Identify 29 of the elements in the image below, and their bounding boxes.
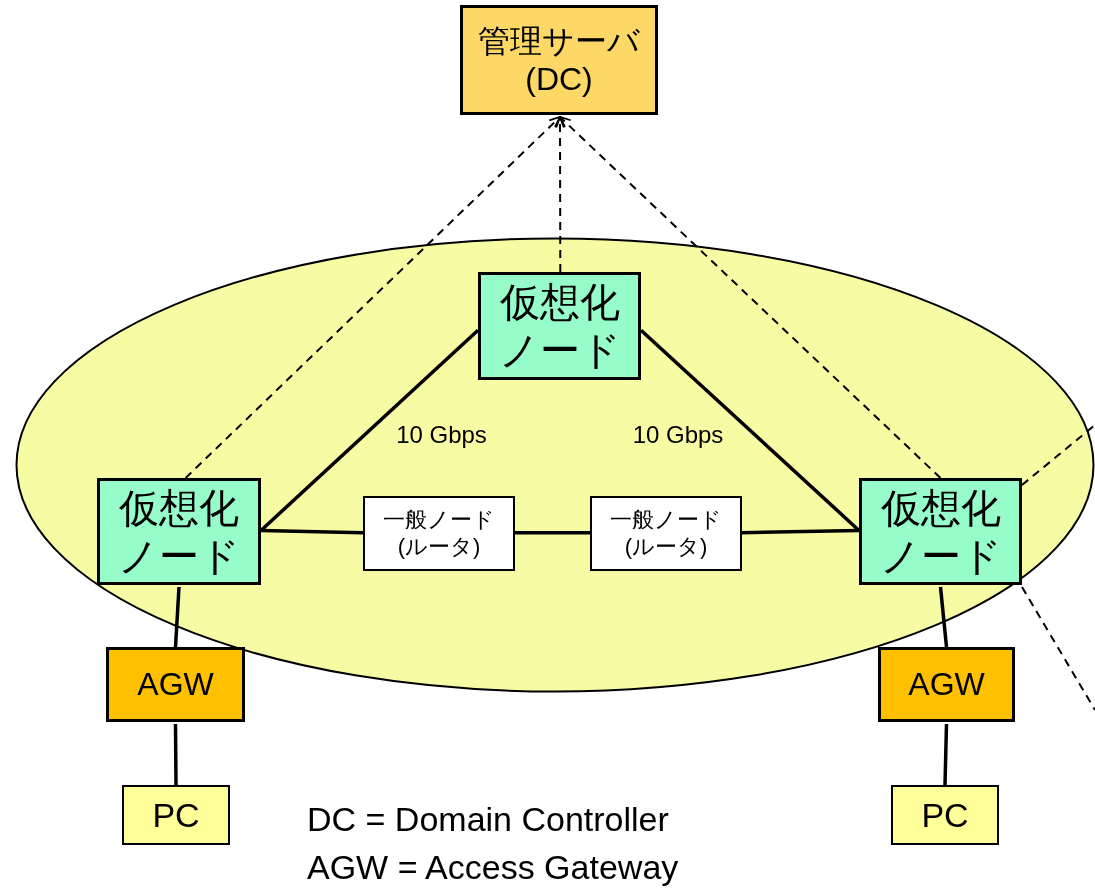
connector-line (173, 586, 181, 648)
server-box: 管理サーバ (DC) (460, 5, 658, 115)
node-box: 仮想化ノード (478, 272, 641, 380)
network-ellipse (15, 237, 1095, 693)
connector-line (741, 528, 860, 535)
dashed-line (1021, 586, 1095, 711)
dashed-line (559, 116, 942, 479)
connector-line (938, 586, 949, 648)
connector-line (943, 723, 949, 786)
router-box: 一般ノード (ルータ) (590, 496, 742, 571)
note-text: DC = Domain Controller (307, 800, 669, 839)
connector-line (260, 528, 364, 535)
dashed-line (1021, 424, 1095, 486)
note-text: AGW = Access Gateway (307, 848, 679, 887)
connector-line (515, 531, 590, 535)
edge-label: 10 Gbps (396, 421, 487, 450)
dashed-line (184, 116, 561, 479)
connector-line (639, 329, 861, 532)
pc-box: PC (891, 785, 999, 845)
dashed-line (554, 116, 566, 273)
edge-label: 10 Gbps (632, 421, 724, 450)
pc-box: PC (122, 785, 230, 845)
connector-line (173, 724, 178, 785)
connector-line (259, 329, 480, 532)
router-box: 一般ノード (ルータ) (363, 496, 515, 571)
node-box: 仮想化ノード (97, 478, 261, 585)
gateway-box: AGW (106, 647, 245, 722)
node-box: 仮想化ノード (859, 478, 1022, 585)
gateway-box: AGW (878, 647, 1015, 722)
